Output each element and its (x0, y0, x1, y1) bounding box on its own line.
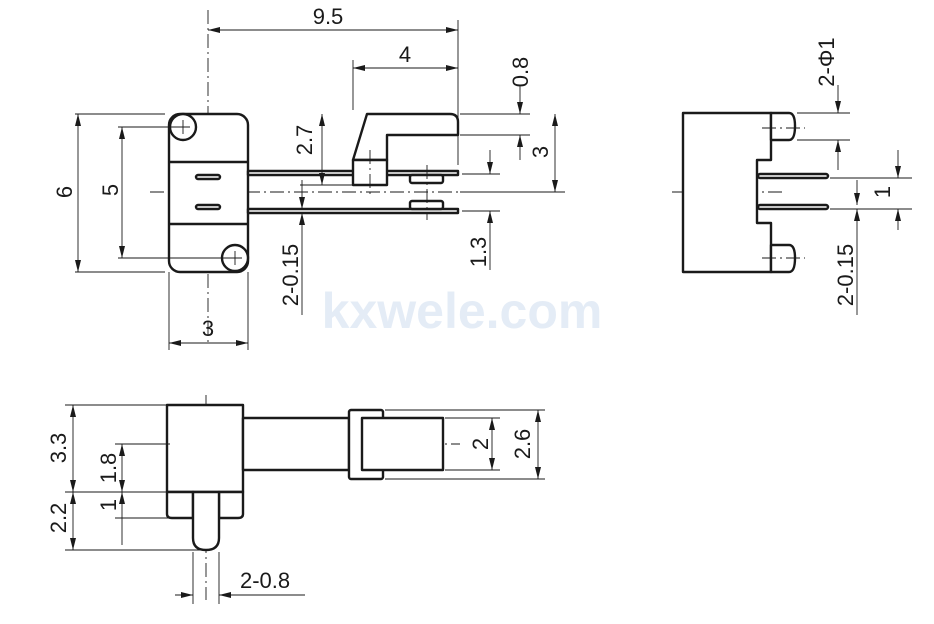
lead (756, 203, 830, 211)
front-body (165, 403, 245, 494)
watermark: kxwele.com (322, 283, 603, 339)
dim-lead-thickness-side: 2-0.15 (833, 244, 858, 306)
dim-knob-height: 2 (468, 438, 493, 450)
side-view: 2-Φ1 1 2-0.15 (672, 37, 912, 315)
dim-hole-spacing: 5 (98, 184, 123, 196)
pin (769, 243, 797, 274)
terminal-slot (194, 173, 222, 181)
dim-front-body-height: 3.3 (46, 433, 71, 464)
actuator (351, 112, 460, 162)
dim-body-height: 6 (52, 186, 77, 198)
switch-body (167, 112, 250, 274)
shaft (241, 416, 351, 472)
dim-pin-diameter: 2-Φ1 (814, 37, 839, 86)
dim-leg-height: 1 (96, 499, 121, 511)
dim-pin-length: 2.2 (46, 503, 71, 534)
pin (769, 111, 797, 142)
dim-center-height: 1.8 (96, 453, 121, 484)
lead (246, 207, 460, 215)
dim-lead-thickness: 2-0.15 (278, 244, 303, 306)
dim-collar-height: 2.6 (510, 429, 535, 460)
dim-actuator-height: 3 (528, 146, 553, 158)
dim-lead-spacing: 1.3 (466, 237, 491, 268)
dim-lead-spacing-side: 1 (870, 186, 895, 198)
pin (191, 490, 221, 552)
dim-body-width: 3 (202, 316, 214, 341)
dim-actuator-length: 4 (399, 42, 411, 67)
front-view: 3.3 2.2 1.8 1 2 2.6 2-0.8 (46, 395, 545, 604)
top-view: 9.5 4 0.8 3 2.7 1.3 2-0.15 6 5 3 (52, 4, 565, 350)
knob (360, 416, 445, 472)
lead (756, 172, 830, 180)
dim-actuator-top: 0.8 (508, 57, 533, 88)
dim-actuator-drop: 2.7 (292, 125, 317, 156)
terminal-slot (194, 203, 222, 211)
dim-total-length: 9.5 (313, 4, 344, 29)
dim-pin-width: 2-0.8 (240, 568, 290, 593)
side-body (681, 111, 773, 274)
